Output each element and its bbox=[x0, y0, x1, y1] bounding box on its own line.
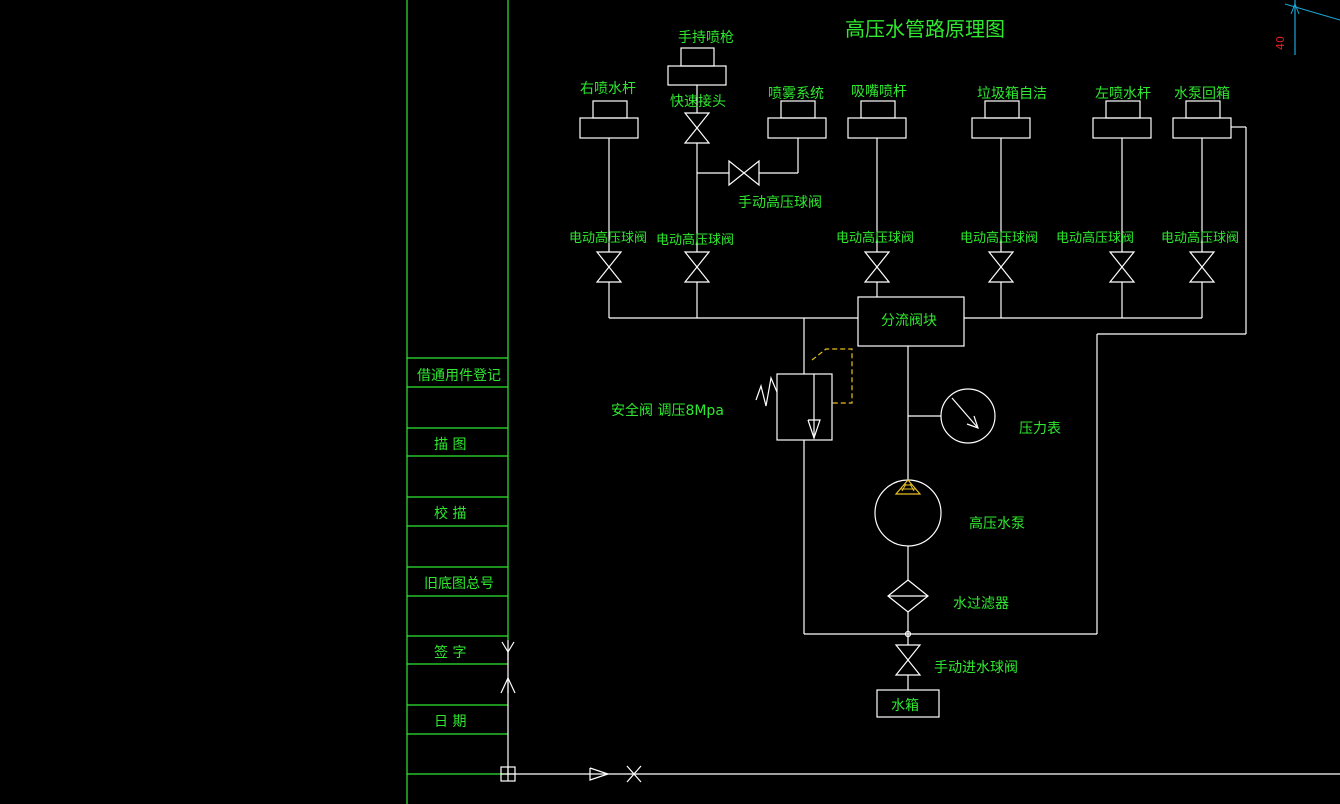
outlet-left-spray-bar: 左喷水杆 bbox=[1092, 86, 1152, 139]
quick-connector-valve: 快速接头 bbox=[670, 93, 726, 144]
quick-connector-label: 快速接头 bbox=[670, 93, 726, 110]
outlet-label: 左喷水杆 bbox=[1095, 86, 1151, 102]
safety-valve: 安全阀 调压8Mpa bbox=[611, 348, 853, 441]
sidebar-cell-date: 日 期 bbox=[434, 714, 466, 730]
outlet-label: 手持喷枪 bbox=[678, 29, 734, 46]
outlet-label: 水泵回箱 bbox=[1174, 86, 1230, 102]
outlet-label: 吸嘴喷杆 bbox=[851, 84, 907, 100]
electric-valve-label: 电动高压球阀 bbox=[656, 232, 734, 248]
ucs-axis-icon bbox=[500, 640, 1340, 783]
electric-valve-label: 电动高压球阀 bbox=[836, 230, 914, 246]
corner-dimension-marker: 40 bbox=[1274, 0, 1340, 55]
water-tank: 水箱 bbox=[876, 689, 940, 718]
electric-valve-2: 电动高压球阀 bbox=[656, 232, 734, 283]
pressure-gauge-label: 压力表 bbox=[1019, 421, 1061, 437]
electric-valve-label: 电动高压球阀 bbox=[1056, 230, 1134, 246]
outlet-label: 喷雾系统 bbox=[768, 86, 824, 102]
outlet-label: 垃圾箱自洁 bbox=[977, 86, 1047, 102]
sidebar-cell-register: 借通用件登记 bbox=[417, 368, 501, 384]
pipe-network bbox=[608, 85, 1247, 690]
title-block: 借通用件登记 描 图 校 描 旧底图总号 签 字 日 期 bbox=[406, 0, 509, 804]
filter-label: 水过滤器 bbox=[953, 596, 1009, 612]
tank-label: 水箱 bbox=[891, 698, 919, 714]
electric-valve-label: 电动高压球阀 bbox=[960, 230, 1038, 246]
outlet-right-spray-bar: 右喷水杆 bbox=[579, 81, 639, 139]
electric-valve-6: 电动高压球阀 bbox=[1161, 230, 1239, 283]
safety-valve-label: 安全阀 调压8Mpa bbox=[611, 402, 724, 419]
outlet-suction-nozzle-bar: 吸嘴喷杆 bbox=[847, 84, 907, 139]
electric-valve-1: 电动高压球阀 bbox=[569, 230, 647, 283]
inlet-valve-label: 手动进水球阀 bbox=[934, 660, 1018, 676]
outlet-hand-gun: 手持喷枪 bbox=[667, 29, 734, 86]
outlet-label: 右喷水杆 bbox=[580, 81, 636, 97]
outlet-pump-return: 水泵回箱 bbox=[1172, 86, 1232, 139]
electric-valve-3: 电动高压球阀 bbox=[836, 230, 914, 283]
electric-valve-label: 电动高压球阀 bbox=[1161, 230, 1239, 246]
pressure-gauge: 压力表 bbox=[940, 388, 1061, 444]
diagram-title: 高压水管路原理图 bbox=[845, 17, 1005, 41]
sidebar-cell-signature: 签 字 bbox=[434, 644, 466, 661]
sidebar-cell-check: 校 描 bbox=[434, 505, 466, 522]
pump-label: 高压水泵 bbox=[969, 515, 1025, 532]
manual-ball-valve: 手动高压球阀 bbox=[728, 159, 822, 211]
manifold-label: 分流阀块 bbox=[881, 313, 937, 329]
electric-valve-5: 电动高压球阀 bbox=[1056, 230, 1136, 283]
high-pressure-pump: 高压水泵 bbox=[874, 479, 1025, 547]
outlet-bin-self-clean: 垃圾箱自洁 bbox=[971, 86, 1047, 139]
inlet-ball-valve: 手动进水球阀 bbox=[894, 644, 1018, 676]
sidebar-cell-old-drawing-no: 旧底图总号 bbox=[424, 576, 494, 592]
outlet-mist-system: 喷雾系统 bbox=[767, 86, 827, 139]
manual-ball-valve-label: 手动高压球阀 bbox=[738, 194, 822, 211]
electric-valve-label: 电动高压球阀 bbox=[569, 230, 647, 246]
corner-dimension-text: 40 bbox=[1274, 36, 1287, 50]
water-filter: 水过滤器 bbox=[887, 579, 1009, 613]
electric-valve-4: 电动高压球阀 bbox=[960, 230, 1038, 283]
manifold-block: 分流阀块 bbox=[857, 296, 965, 347]
sidebar-cell-trace: 描 图 bbox=[434, 437, 466, 453]
